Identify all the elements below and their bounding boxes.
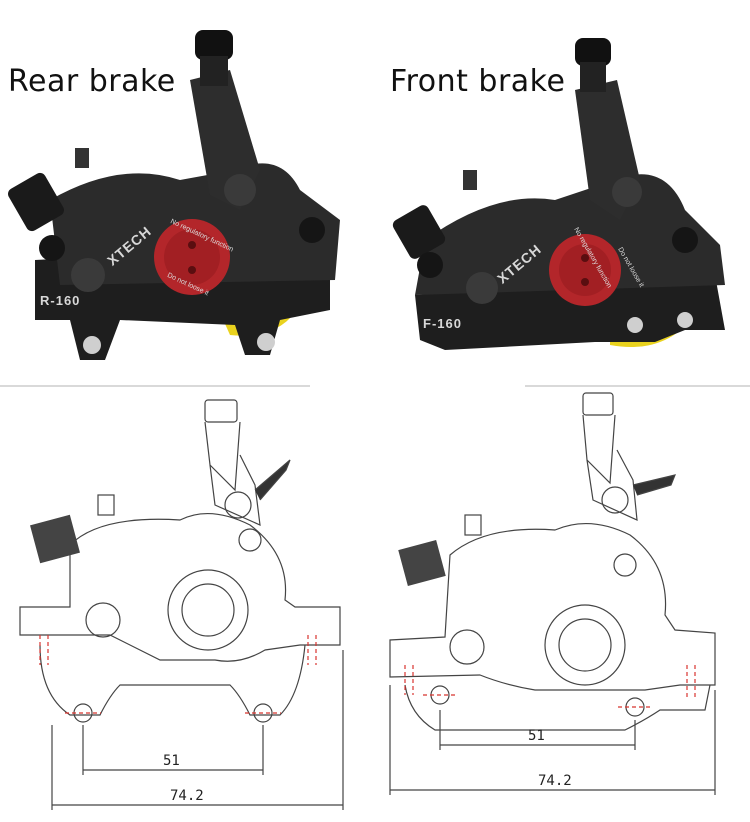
pivot-bolt-outline	[449, 629, 485, 665]
piston-inner	[558, 618, 612, 672]
arm-bolt	[224, 174, 256, 206]
mount-hole-right	[257, 333, 275, 351]
dimension-51: 51	[528, 728, 545, 744]
arm-bolt-outline	[224, 491, 252, 519]
adjust-screw	[75, 148, 89, 168]
adapter-mark: F-160	[423, 316, 462, 331]
cap-inner	[559, 244, 611, 296]
piston-outline	[544, 604, 626, 686]
caliper-body-outline	[19, 512, 341, 662]
cap-hole	[581, 254, 589, 262]
adjuster-knob-outline	[30, 514, 80, 564]
rear-brake-label: Rear brake	[8, 64, 176, 99]
cable-clamp	[632, 474, 676, 496]
adjust-screw-outline	[97, 494, 115, 516]
mount-hole-right	[627, 317, 643, 333]
cable-ferrule-outline	[204, 399, 238, 423]
separator	[0, 385, 750, 387]
cable-ferrule-outline	[582, 392, 614, 416]
adjuster-knob-outline	[398, 539, 446, 587]
pivot-bolt	[71, 258, 105, 292]
dimension-51: 51	[163, 753, 180, 769]
adjust-screw-outline	[464, 514, 482, 536]
cable-stop	[580, 62, 606, 92]
mount-hole-left	[677, 312, 693, 328]
rear-brake-photo: R-160 XTECH No regulatory function Do no…	[8, 30, 340, 360]
pivot-bolt-outline	[85, 602, 121, 638]
hidden-lines	[39, 635, 317, 714]
arm-outline	[586, 449, 638, 521]
arm-bolt-outline	[601, 486, 629, 514]
piston-inner	[181, 583, 235, 637]
cable-stop-outline	[582, 414, 616, 485]
adapter-mark: R-160	[40, 293, 80, 308]
pad-adjuster-knob	[8, 172, 64, 232]
adapter-outline	[39, 644, 306, 716]
cap-hole	[188, 241, 196, 249]
dimension-74: 74.2	[538, 773, 572, 789]
caliper-body	[415, 174, 725, 295]
bolt-right	[299, 217, 325, 243]
front-brake-label: Front brake	[390, 64, 566, 99]
cap-hole	[581, 278, 589, 286]
rear-brake-drawing: 51 74.2	[19, 399, 344, 810]
front-brake-photo: F-160 XTECH No regulatory function Do no…	[392, 38, 725, 350]
cable-clamp	[254, 459, 291, 501]
adjust-screw	[463, 170, 477, 190]
adapter-outline	[404, 684, 711, 731]
caliper-body-outline	[389, 522, 716, 691]
pad-adjuster-knob	[392, 205, 446, 259]
cable-stop	[200, 56, 228, 86]
mount-hole-left	[83, 336, 101, 354]
pivot-bolt	[466, 272, 498, 304]
cable-stop-outline	[204, 421, 241, 492]
front-brake-drawing: 51 74.2	[389, 392, 716, 795]
cable-ferrule	[575, 38, 611, 66]
cap-hole	[188, 266, 196, 274]
arm-bolt	[612, 177, 642, 207]
bolt-right	[672, 227, 698, 253]
dimension-74: 74.2	[170, 788, 204, 804]
hidden-lines	[404, 665, 696, 708]
cable-ferrule	[195, 30, 233, 60]
torx-bolt	[613, 553, 637, 577]
bolt-left	[39, 235, 65, 261]
torx-bolt	[238, 528, 262, 552]
bolt-left	[417, 252, 443, 278]
piston-outline	[167, 569, 249, 651]
arm-outline	[209, 454, 261, 526]
cap-inner	[164, 229, 220, 285]
